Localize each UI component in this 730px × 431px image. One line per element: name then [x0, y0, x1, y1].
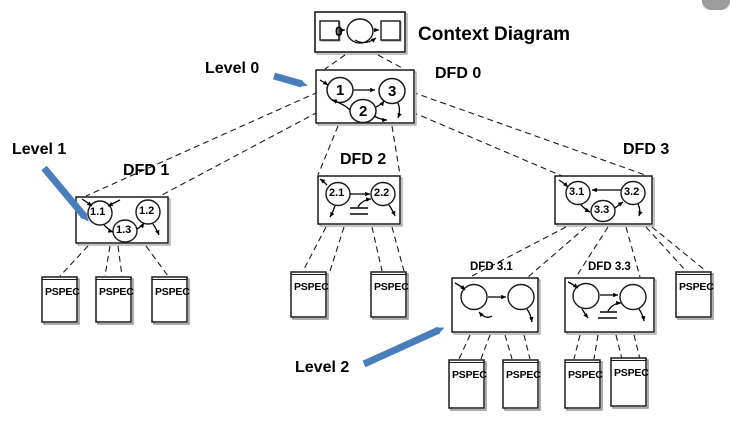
- dfd31-title: DFD 3.1: [470, 261, 513, 273]
- dfd33-title: DFD 3.3: [588, 261, 631, 273]
- pspec-label: PSPEC: [155, 286, 190, 298]
- dfd0-process-3-label: 3: [388, 83, 397, 100]
- level-arrows: [41, 72, 445, 368]
- dfd0-frame: [315, 69, 417, 126]
- dfd2-title: DFD 2: [340, 151, 387, 168]
- corner-decoration: [702, 0, 730, 10]
- level0-label: Level 0: [205, 60, 260, 77]
- level1-arrow: [41, 165, 89, 222]
- pspec-label: PSPEC: [99, 286, 134, 298]
- dfd2-process-22-label: 2.2: [374, 187, 390, 199]
- dfd31-frame: [451, 277, 541, 335]
- dfd1-process-13-label: 1.3: [116, 224, 132, 236]
- dfd2-process-21-label: 2.1: [329, 187, 345, 199]
- pspec-label: PSPEC: [45, 286, 80, 298]
- dfd33-frame: [564, 277, 657, 335]
- dfd1-process-11-label: 1.1: [90, 206, 106, 218]
- dfd3-process-33-label: 3.3: [594, 204, 610, 216]
- dfd0-title: DFD 0: [435, 65, 482, 82]
- context-diagram-title: Context Diagram: [418, 24, 571, 45]
- context-diagram-frame: [314, 11, 408, 55]
- level1-label: Level 1: [12, 141, 67, 158]
- level2-arrow: [362, 326, 445, 368]
- dfd2-frame: [317, 175, 403, 227]
- dfd1-process-12-label: 1.2: [139, 205, 155, 217]
- dfd3-title: DFD 3: [623, 141, 670, 158]
- dfd1-frame: [75, 196, 171, 246]
- pspec-label: PSPEC: [568, 369, 603, 381]
- dfd0-process-1-label: 1: [336, 82, 345, 99]
- pspec-label: PSPEC: [452, 369, 487, 381]
- pspec-label: PSPEC: [294, 281, 329, 293]
- dfd3-frame: [554, 175, 655, 227]
- pspec-label: PSPEC: [374, 281, 409, 293]
- dfd3-process-31-label: 3.1: [569, 186, 585, 198]
- context-process-label: 0: [335, 23, 343, 39]
- level2-label: Level 2: [295, 359, 350, 376]
- dfd3-process-32-label: 3.2: [624, 186, 640, 198]
- dfd0-process-2-label: 2: [359, 103, 368, 120]
- level0-arrow: [273, 72, 308, 88]
- dfd1-title: DFD 1: [123, 162, 170, 179]
- pspec-label: PSPEC: [506, 369, 541, 381]
- pspec-label: PSPEC: [614, 367, 649, 379]
- pspec-label: PSPEC: [679, 281, 714, 293]
- pspec-boxes: [41, 271, 714, 411]
- hierarchy-links: [59, 54, 707, 360]
